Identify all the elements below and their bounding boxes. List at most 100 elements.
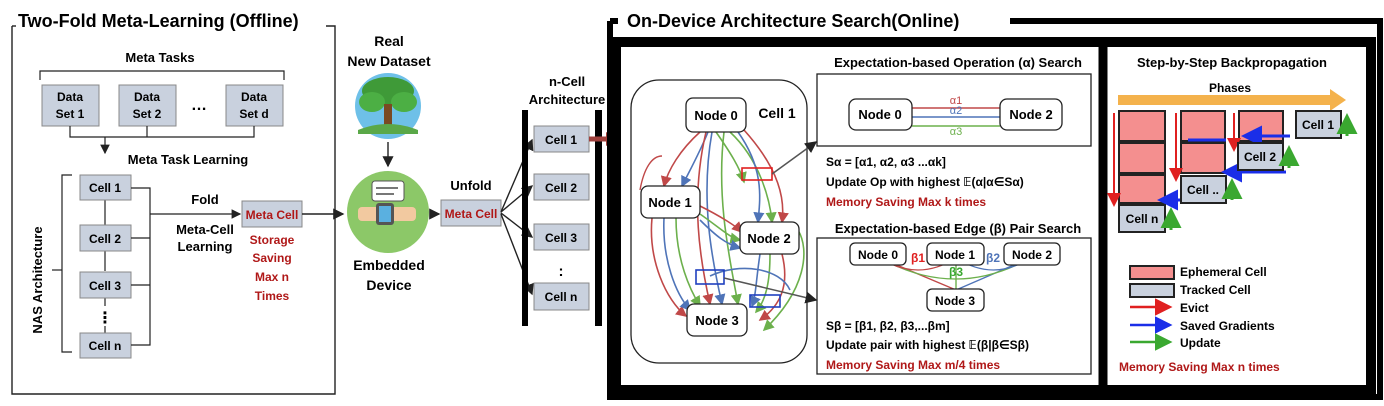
graph-node-0: Node 0 bbox=[685, 97, 747, 133]
backprop-memory-text: Memory Saving Max n times bbox=[1119, 360, 1280, 374]
beta-node-label: Node 3 bbox=[935, 294, 975, 308]
n-cell-n: Cell n bbox=[533, 282, 590, 311]
alpha-op-label: α1 bbox=[950, 95, 962, 107]
beta-label: β3 bbox=[949, 265, 963, 279]
alpha-search-section: Expectation-based Operation (α) Search α… bbox=[816, 55, 1092, 209]
backprop-section: Step-by-Step Backpropagation Phases Cell… bbox=[1107, 55, 1358, 374]
n-cell-title: n-Cell bbox=[549, 74, 585, 89]
dataset-box-d: Data Set d bbox=[225, 84, 284, 127]
backprop-cell-1: Cell 1 bbox=[1295, 110, 1342, 139]
offline-panel-title: Two-Fold Meta-Learning (Offline) bbox=[18, 11, 299, 31]
embedded-device-label: Device bbox=[366, 277, 411, 293]
meta-cell-label: Meta Cell bbox=[445, 207, 498, 221]
beta-node-label: Node 2 bbox=[1012, 248, 1052, 262]
nas-cell-ellipsis: ⋮ bbox=[97, 310, 113, 327]
backprop-cell-label: Cell n bbox=[1126, 212, 1159, 226]
beta-label: β1 bbox=[911, 251, 925, 265]
graph-node-2: Node 2 bbox=[739, 221, 800, 255]
graph-node-label: Node 2 bbox=[747, 231, 790, 246]
legend-ephemeral-swatch bbox=[1129, 265, 1175, 280]
n-cell-title: Architecture bbox=[529, 92, 606, 107]
alpha-title: Expectation-based Operation (α) Search bbox=[834, 55, 1082, 70]
alpha-update-text: Update Op with highest 𝔼(α|α∈Sα) bbox=[826, 175, 1024, 189]
meta-tasks-label: Meta Tasks bbox=[125, 50, 194, 65]
beta-highlight-box bbox=[695, 269, 725, 285]
phases-arrow bbox=[1330, 89, 1346, 111]
beta-title: Expectation-based Edge (β) Pair Search bbox=[835, 221, 1081, 236]
dataset-line2: Set 2 bbox=[133, 107, 162, 121]
beta-node-label: Node 0 bbox=[858, 248, 898, 262]
online-panel-title: On-Device Architecture Search(Online) bbox=[627, 11, 959, 31]
legend-tracked-swatch bbox=[1129, 283, 1175, 298]
dataset-line1: Data bbox=[134, 90, 160, 104]
beta-label: β2 bbox=[986, 251, 1000, 265]
backprop-cell-label: Cell 2 bbox=[1244, 150, 1276, 164]
n-cell-label: Cell 3 bbox=[545, 231, 577, 245]
device-column: Real New Dataset Embedded Device Unfold … bbox=[302, 33, 534, 296]
meta-task-learning-label: Meta Task Learning bbox=[128, 152, 248, 167]
alpha-op-label: α3 bbox=[950, 126, 962, 138]
beta-node-2: Node 2 bbox=[1003, 242, 1061, 266]
nas-cell-3: Cell 3 bbox=[79, 271, 132, 299]
tree-icon bbox=[355, 73, 421, 139]
meta-cell-online: Meta Cell bbox=[440, 199, 502, 227]
alpha-node-a: Node 0 bbox=[848, 98, 913, 131]
alpha-node-b: Node 2 bbox=[999, 98, 1063, 131]
alpha-node-label: Node 2 bbox=[1009, 107, 1052, 122]
dataset-ellipsis: … bbox=[191, 97, 207, 114]
nas-cell-n: Cell n bbox=[79, 332, 132, 359]
legend-label: Evict bbox=[1180, 301, 1209, 315]
real-dataset-label: New Dataset bbox=[347, 53, 431, 69]
phases-label: Phases bbox=[1209, 81, 1251, 95]
beta-node-1: Node 1 bbox=[926, 242, 985, 266]
nas-cell-label: Cell 1 bbox=[89, 181, 121, 195]
n-cell-architecture: n-Cell Architecture Cell 1 Cell 2 Cell 3… bbox=[522, 74, 618, 326]
beta-node-3: Node 3 bbox=[926, 288, 985, 312]
n-cell-label: Cell n bbox=[545, 290, 578, 304]
legend-label: Tracked Cell bbox=[1180, 283, 1251, 297]
graph-node-3: Node 3 bbox=[686, 303, 748, 337]
embedded-device-label: Embedded bbox=[353, 257, 425, 273]
cell-graph-label: Cell 1 bbox=[758, 105, 796, 121]
backprop-title: Step-by-Step Backpropagation bbox=[1137, 55, 1327, 70]
storage-saving-text: Storage bbox=[250, 233, 295, 247]
meta-cell-learning-label: Meta-Cell bbox=[176, 222, 234, 237]
unfold-label: Unfold bbox=[450, 178, 491, 193]
legend-label: Ephemeral Cell bbox=[1180, 265, 1267, 279]
beta-set-text: Sβ = [β1, β2, β3,...βm] bbox=[826, 319, 950, 333]
n-cell-label: Cell 1 bbox=[545, 133, 577, 147]
meta-cell-label: Meta Cell bbox=[246, 208, 299, 222]
fold-label: Fold bbox=[191, 192, 218, 207]
beta-highlight-box bbox=[749, 294, 781, 308]
beta-memory-text: Memory Saving Max m/4 times bbox=[826, 358, 1000, 372]
nas-cell-label: Cell 2 bbox=[89, 232, 121, 246]
n-cell-2: Cell 2 bbox=[533, 173, 590, 201]
alpha-memory-text: Memory Saving Max k times bbox=[826, 195, 986, 209]
alpha-node-label: Node 0 bbox=[858, 107, 901, 122]
dataset-line2: Set 1 bbox=[56, 107, 85, 121]
nas-cell-label: Cell n bbox=[89, 339, 122, 353]
storage-saving-text: Times bbox=[255, 289, 290, 303]
real-dataset-label: Real bbox=[374, 33, 404, 49]
backprop-cell-2: Cell 2 bbox=[1237, 142, 1284, 171]
backprop-cell-n: Cell n bbox=[1118, 204, 1166, 233]
legend: Ephemeral Cell Tracked Cell Evict Saved … bbox=[1129, 265, 1275, 351]
graph-node-1: Node 1 bbox=[640, 185, 701, 219]
embedded-device-icon bbox=[347, 171, 429, 253]
backprop-cell-label: Cell 1 bbox=[1302, 118, 1334, 132]
beta-search-section: Expectation-based Edge (β) Pair Search β… bbox=[816, 221, 1092, 375]
storage-saving-text: Max n bbox=[255, 270, 289, 284]
nas-cell-1: Cell 1 bbox=[79, 174, 132, 201]
legend-label: Update bbox=[1180, 336, 1221, 350]
beta-node-0: Node 0 bbox=[849, 242, 907, 266]
nas-cell-label: Cell 3 bbox=[89, 279, 121, 293]
dataset-box-2: Data Set 2 bbox=[118, 84, 177, 127]
alpha-op-label: α2 bbox=[950, 105, 962, 117]
dataset-line2: Set d bbox=[239, 107, 268, 121]
graph-node-label: Node 3 bbox=[695, 313, 738, 328]
storage-saving-text: Saving bbox=[252, 251, 291, 265]
n-cell-dots: : bbox=[559, 263, 564, 280]
beta-node-label: Node 1 bbox=[935, 248, 975, 262]
n-cell-1: Cell 1 bbox=[533, 125, 590, 153]
